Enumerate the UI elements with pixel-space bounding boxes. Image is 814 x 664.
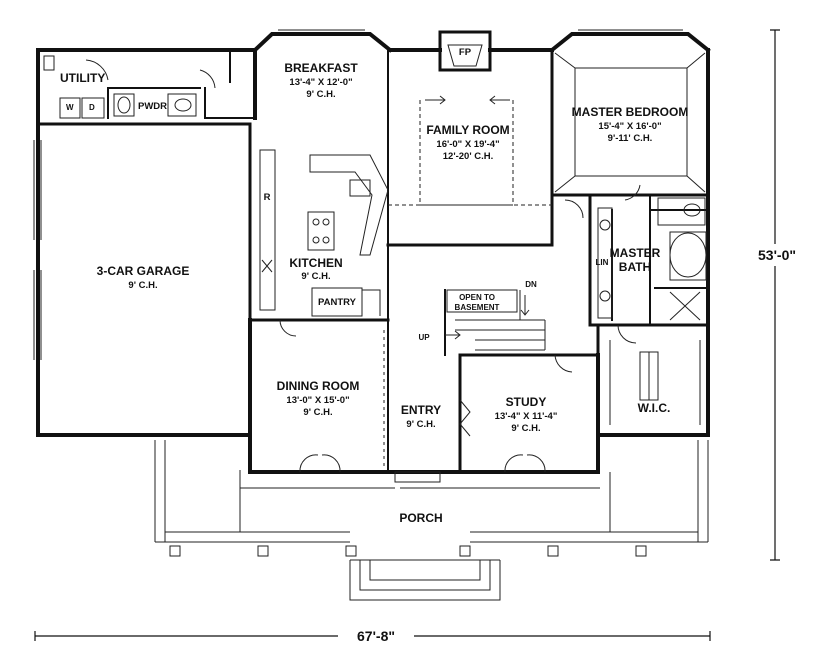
family-room-size: 16'-0" X 19'-4" — [436, 139, 499, 150]
study-label: STUDY — [506, 395, 547, 409]
open-basement-line2: BASEMENT — [455, 303, 500, 312]
master-bedroom-size: 15'-4" X 16'-0" — [598, 121, 661, 132]
dining-room-ceiling: 9' C.H. — [303, 407, 332, 418]
family-room-label: FAMILY ROOM — [426, 123, 509, 137]
dining-room-label: DINING ROOM — [277, 379, 360, 393]
breakfast-ceiling: 9' C.H. — [306, 89, 335, 100]
pantry-label: PANTRY — [318, 297, 357, 308]
width-dimension: 67'-8" — [357, 628, 395, 644]
fireplace-label: FP — [459, 47, 472, 58]
family-room-ceiling: 12'-20' C.H. — [443, 151, 493, 162]
dining-room-size: 13'-0" X 15'-0" — [286, 395, 349, 406]
room-labels: UTILITY W D PWDR BREAKFAST 13'-4" X 12'-… — [60, 47, 796, 644]
porch-label: PORCH — [399, 511, 442, 525]
width-label-bg — [338, 626, 414, 646]
breakfast-size: 13'-4" X 12'-0" — [289, 77, 352, 88]
dryer-label: D — [89, 103, 95, 112]
garage-ceiling: 9' C.H. — [128, 280, 157, 291]
dimension-lines — [34, 29, 780, 641]
master-bedroom-ceiling: 9'-11' C.H. — [608, 133, 653, 144]
study-ceiling: 9' C.H. — [511, 423, 540, 434]
stair-up-label: UP — [418, 333, 430, 342]
depth-dimension: 53'-0" — [758, 247, 796, 263]
walls — [36, 30, 711, 474]
kitchen-ceiling: 9' C.H. — [301, 271, 330, 282]
kitchen-label: KITCHEN — [289, 256, 342, 270]
open-basement-line1: OPEN TO — [459, 293, 495, 302]
refrigerator-label: R — [264, 192, 271, 203]
entry-ceiling: 9' C.H. — [406, 419, 435, 430]
master-bath-line1: MASTER — [610, 246, 661, 260]
master-bath-line2: BATH — [619, 260, 651, 274]
study-size: 13'-4" X 11'-4" — [495, 411, 558, 422]
utility-label: UTILITY — [60, 71, 105, 85]
depth-label-bg — [745, 244, 809, 266]
powder-label: PWDR — [138, 101, 167, 112]
garage-label: 3-CAR GARAGE — [97, 264, 190, 278]
stair-down-label: DN — [525, 280, 537, 289]
master-bedroom-label: MASTER BEDROOM — [572, 105, 689, 119]
entry-label: ENTRY — [401, 403, 441, 417]
breakfast-label: BREAKFAST — [284, 61, 358, 75]
wic-label: W.I.C. — [638, 401, 671, 415]
washer-label: W — [66, 103, 74, 112]
linen-label: LIN — [596, 258, 609, 267]
fixtures — [33, 29, 709, 601]
